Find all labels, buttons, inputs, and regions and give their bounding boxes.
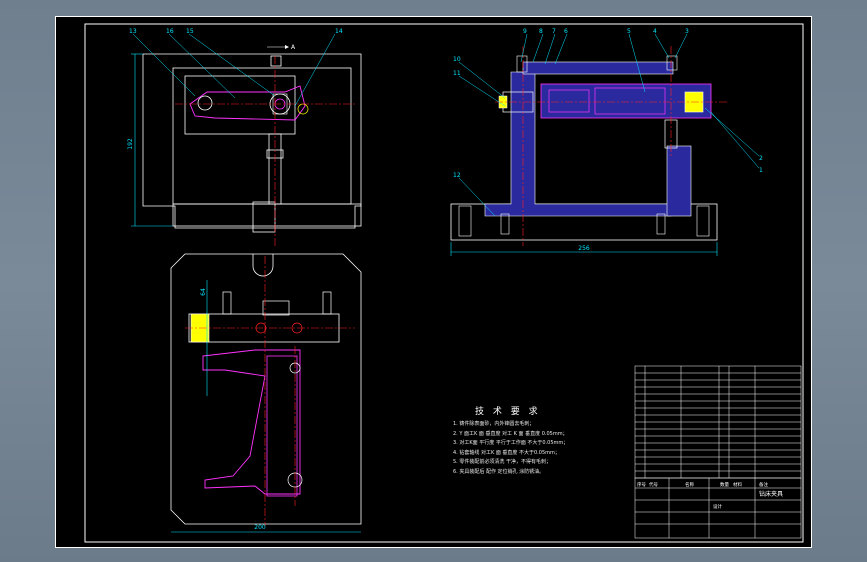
side-width-dim: 256 — [578, 245, 590, 252]
title-school: 设计 — [713, 503, 722, 510]
front-callout-16: 16 — [166, 28, 174, 35]
side-callout-11: 11 — [453, 70, 461, 77]
title-drawing-name: 钻床夹具 — [759, 490, 783, 498]
tech-note: 2. Y 面工K 面 垂直度 对工 K 面 垂直度 0.05mm； — [453, 430, 568, 437]
side-callout-10: 10 — [453, 56, 461, 63]
tech-note: 6. 夹具装配后 配作 定位销孔 涂防锈油。 — [453, 468, 545, 475]
tech-requirements-notes: 1. 铸件除表面砂，内外锋圆去毛刺； 2. Y 面工K 面 垂直度 对工 K 面… — [453, 420, 633, 477]
parts-header-2: 名称 — [685, 481, 694, 488]
tech-note: 3. 对工K面 平行度 平行于工作面 不大于0.05mm； — [453, 440, 569, 446]
tech-note: 1. 铸件除表面砂，内外锋圆去毛刺； — [453, 421, 535, 427]
side-callout-7: 7 — [552, 28, 556, 35]
parts-header-4: 材料 — [733, 481, 742, 488]
front-callout-15: 15 — [186, 28, 194, 35]
side-callout-12: 12 — [453, 172, 461, 179]
side-callout-2: 2 — [759, 155, 763, 162]
front-callout-13: 13 — [129, 28, 137, 35]
parts-header-1: 代号 — [649, 481, 658, 488]
front-view: 192 13 16 15 14 A — [127, 28, 362, 246]
front-arrow-label: A — [291, 44, 296, 51]
cad-viewport[interactable]: 192 13 16 15 14 A — [55, 16, 812, 548]
side-callout-4: 4 — [653, 28, 657, 35]
front-callout-14: 14 — [335, 28, 343, 35]
side-callout-1: 1 — [759, 167, 763, 174]
tech-note: 4. 钻套轴线 对工K 面 垂直度 不大于0.05mm； — [453, 449, 560, 456]
side-callout-6: 6 — [564, 28, 568, 35]
side-callout-8: 8 — [539, 28, 543, 35]
tech-requirements-title: 技 术 要 求 — [475, 407, 541, 417]
plan-width-dim: 200 — [254, 524, 266, 531]
side-callout-9: 9 — [523, 28, 527, 35]
parts-header-5: 备注 — [759, 481, 768, 488]
parts-header-3: 数量 — [720, 481, 729, 488]
plan-side-dim: 64 — [200, 288, 207, 296]
side-view: 256 9 8 7 6 5 4 3 10 — [450, 28, 763, 256]
parts-list — [634, 365, 802, 479]
cad-drawing: 192 13 16 15 14 A — [55, 16, 812, 548]
front-height-dim: 192 — [127, 138, 134, 150]
inner-border — [84, 23, 804, 543]
outer-border — [55, 16, 812, 548]
plan-view: 200 64 — [170, 253, 362, 533]
title-block — [634, 477, 802, 539]
side-callout-3: 3 — [685, 28, 689, 35]
side-callout-5: 5 — [627, 28, 631, 35]
tech-note: 5. 零件装配前必须清洗 干净，不得有毛刺； — [453, 459, 551, 465]
parts-header-0: 序号 — [637, 481, 646, 488]
